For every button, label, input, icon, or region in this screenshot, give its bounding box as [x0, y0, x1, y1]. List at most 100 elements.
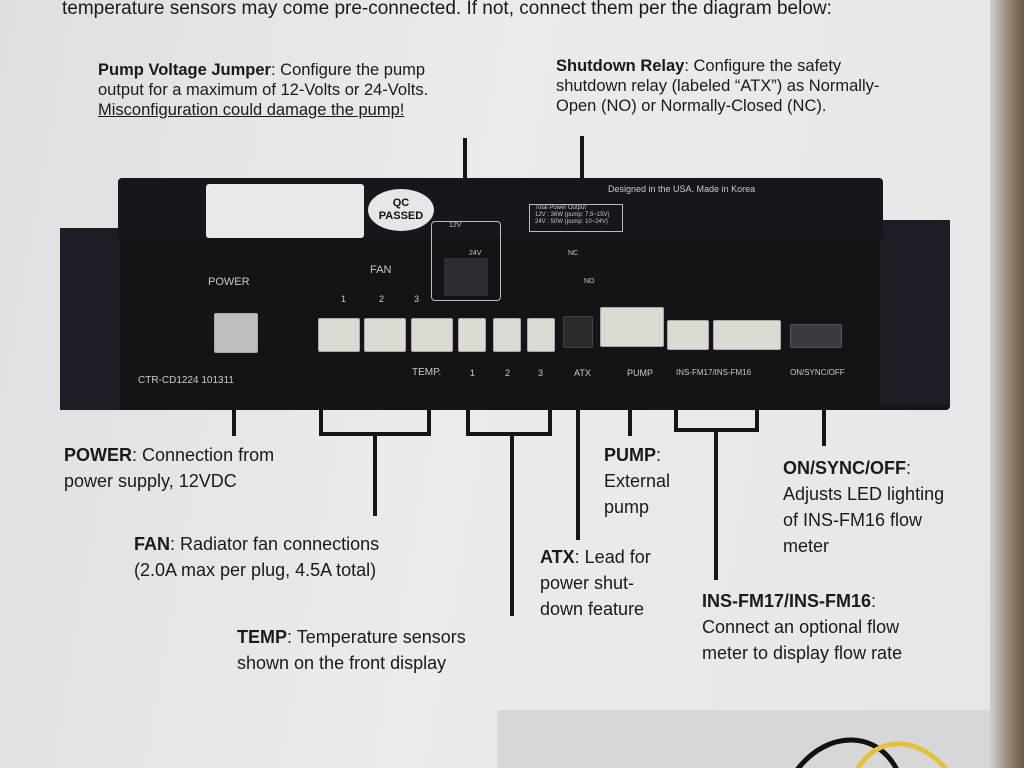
fan-port-label: FAN: [370, 264, 392, 276]
power-label-text2: power supply, 12VDC: [64, 471, 237, 491]
power-output-box: [529, 204, 623, 232]
temp-bracket-left: [466, 404, 470, 436]
wires-image: [795, 737, 949, 768]
atx-connector: [563, 316, 593, 348]
temp-bracket-bar: [466, 432, 552, 436]
insfm-label: INS-FM17/INS-FM16: Connect an optional f…: [702, 588, 992, 666]
fan-pointer: [373, 432, 377, 516]
pump-jumper-pointer: [463, 138, 467, 206]
temp-label-text2: shown on the front display: [237, 653, 447, 673]
temp-label-text1: : Temperature sensors: [287, 627, 466, 647]
pump-port-label: PUMP: [627, 368, 654, 378]
fan-num-1: 1: [341, 294, 347, 304]
blank-sticker: [206, 184, 364, 238]
page-edge: [990, 0, 1024, 768]
atx-label-text2: power shut-: [540, 573, 635, 593]
photo-fragment: [497, 710, 990, 768]
fan-connector-1: [318, 318, 360, 352]
passed-text: PASSED: [378, 210, 424, 222]
pump-label-title: PUMP: [604, 445, 657, 465]
right-bracket: [880, 220, 950, 405]
temp-connector-2: [493, 318, 521, 352]
insfm-bracket-left: [674, 404, 678, 432]
pump-voltage-callout: Pump Voltage Jumper: Configure the pump …: [98, 60, 518, 120]
temp-num-3: 3: [538, 368, 544, 378]
pump-voltage-text1: : Configure the pump: [270, 61, 426, 79]
atx-pointer: [576, 406, 580, 540]
pump-label-colon: :: [656, 445, 662, 465]
power-output-12v: 12V : 36W (pump: 7.5~15V): [535, 212, 610, 218]
pump-pointer: [628, 406, 632, 436]
power-port-label: POWER: [208, 276, 250, 288]
pump-voltage-text2: output for a maximum of 12-Volts or 24-V…: [98, 81, 429, 99]
model-number: CTR-CD1224 101311: [138, 375, 234, 386]
temp-num-2: 2: [505, 368, 511, 378]
pump-label: PUMP: External pump: [604, 442, 724, 520]
jumper-block: [444, 258, 488, 296]
onsync-label-title: ON/SYNC/OFF: [783, 458, 907, 478]
jumper-12v-label: 12V: [449, 222, 462, 229]
made-in-text: Designed in the USA. Made in Korea: [608, 184, 756, 194]
temp-pointer: [510, 432, 514, 616]
insfm-label-text2: Connect an optional flow: [702, 617, 900, 637]
onsync-pointer: [822, 402, 826, 446]
fan-num-3: 3: [414, 294, 420, 304]
shutdown-relay-text2: shutdown relay (labeled “ATX”) as Normal…: [556, 77, 880, 95]
insfm-port-label: INS-FM17/INS-FM16: [676, 368, 752, 377]
fan-num-2: 2: [379, 294, 385, 304]
power-pointer: [232, 406, 236, 436]
temp-num-1: 1: [470, 368, 476, 378]
fan-label: FAN: Radiator fan connections (2.0A max …: [134, 531, 454, 583]
onsync-switch: [790, 324, 842, 348]
fan-connector-3: [411, 318, 453, 352]
power-label-title: POWER: [64, 445, 133, 465]
power-output-title: Total Power Output: [535, 205, 587, 211]
onsync-port-label: ON/SYNC/OFF: [790, 368, 845, 377]
atx-label-text1: : Lead for: [574, 547, 651, 567]
insfm-label-text3: meter to display flow rate: [702, 643, 903, 663]
temp-label-title: TEMP: [237, 627, 288, 647]
power-label: POWER: Connection from power supply, 12V…: [64, 442, 344, 494]
temp-label: TEMP: Temperature sensors shown on the f…: [237, 624, 537, 676]
pump-label-text3: pump: [604, 497, 650, 517]
relay-nc-label: NC: [568, 250, 579, 257]
pump-connector: [600, 307, 664, 347]
onsync-label-text3: of INS-FM16 flow: [783, 510, 923, 530]
temp-bracket-right: [548, 404, 552, 436]
fan-bracket-left: [319, 404, 323, 436]
qc-text: QC: [392, 197, 410, 209]
temp-port-label: TEMP.: [412, 367, 442, 378]
insfm-bracket-right: [755, 404, 759, 432]
pump-voltage-title: Pump Voltage Jumper: [98, 61, 271, 79]
pump-label-text2: External: [604, 471, 671, 491]
fan-label-text2: (2.0A max per plug, 4.5A total): [134, 560, 377, 580]
power-label-text1: : Connection from: [132, 445, 275, 465]
atx-label-text3: down feature: [540, 599, 645, 619]
onsync-label-text2: Adjusts LED lighting: [783, 484, 945, 504]
fan-bracket-right: [427, 404, 431, 436]
atx-port-label: ATX: [574, 368, 591, 378]
atx-label: ATX: Lead for power shut- down feature: [540, 544, 700, 622]
insfm-label-title: INS-FM17/INS-FM16: [702, 591, 872, 611]
intro-text: temperature sensors may come pre-connect…: [62, 0, 832, 19]
temp-connector-1: [458, 318, 486, 352]
shutdown-relay-title: Shutdown Relay: [556, 57, 685, 75]
onsync-label-text4: meter: [783, 536, 830, 556]
fan-label-text1: : Radiator fan connections: [170, 534, 380, 554]
pump-voltage-warning: Misconfiguration could damage the pump!: [98, 101, 405, 119]
relay-no-label: NO: [584, 278, 595, 285]
power-output-24v: 24V : 50W (pump: 10~24V): [535, 219, 608, 225]
onsync-label-colon: :: [906, 458, 912, 478]
shutdown-relay-text3: Open (NO) or Normally-Closed (NC).: [556, 97, 827, 115]
power-connector: [214, 313, 258, 353]
shutdown-relay-callout: Shutdown Relay: Configure the safety shu…: [556, 56, 976, 116]
insfm-label-colon: :: [871, 591, 877, 611]
qc-passed-badge: QC PASSED: [368, 189, 434, 231]
pump-voltage-jumper: [431, 221, 501, 301]
shutdown-relay-text1: : Configure the safety: [684, 57, 842, 75]
onsync-label: ON/SYNC/OFF: Adjusts LED lighting of INS…: [783, 455, 988, 559]
atx-label-title: ATX: [540, 547, 575, 567]
insfm17-connector: [667, 320, 709, 350]
jumper-24v-label: 24V: [469, 250, 482, 257]
fan-connector-2: [364, 318, 406, 352]
